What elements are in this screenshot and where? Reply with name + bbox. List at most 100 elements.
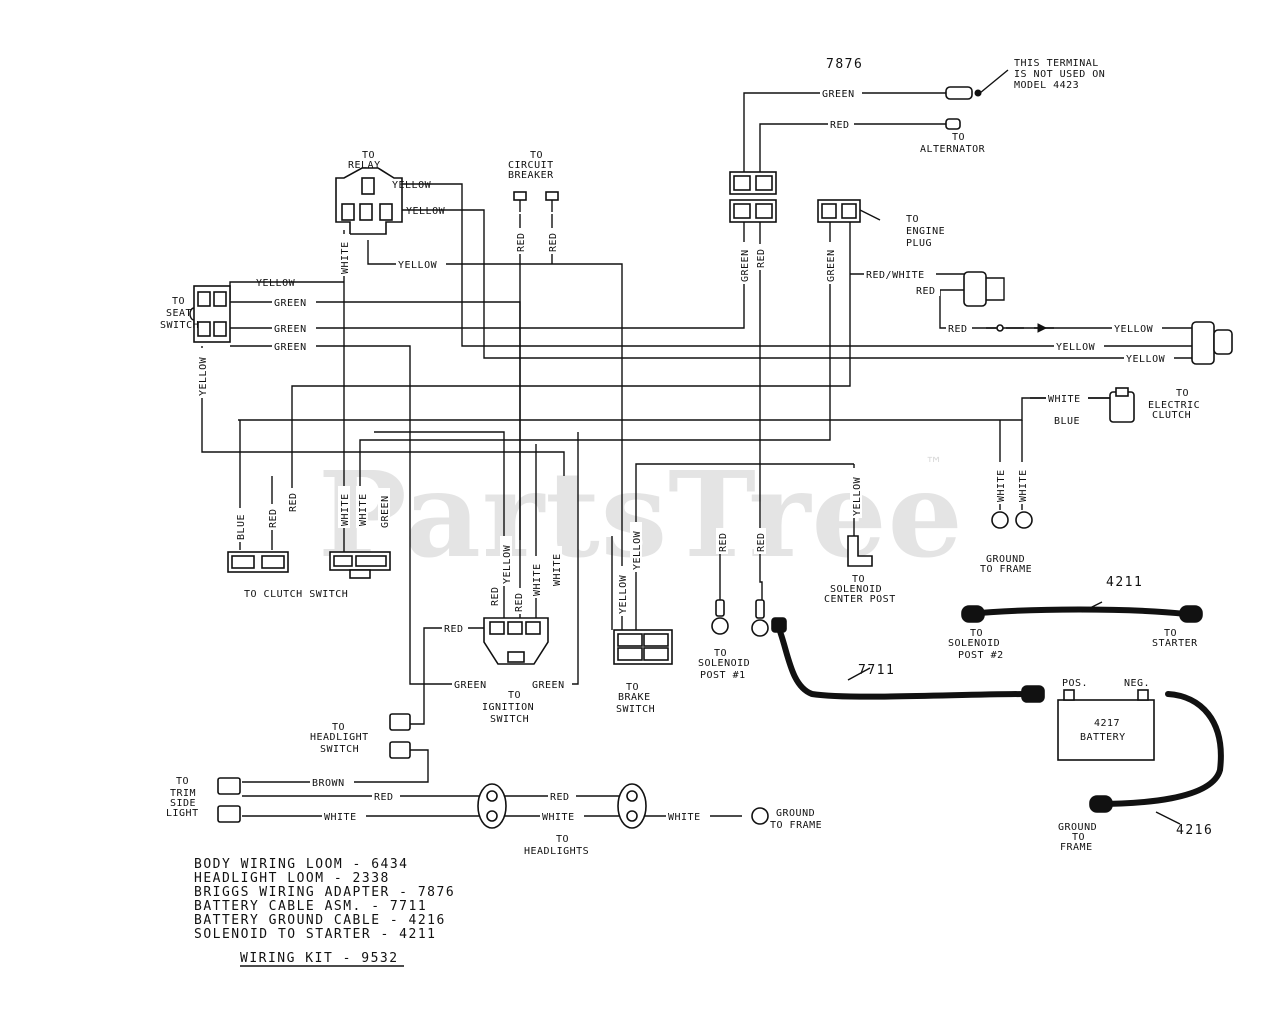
sol-post1-label-3: POST #1 — [700, 670, 746, 681]
label-yellow-r1: YELLOW — [1056, 342, 1096, 353]
label-white-relay: WHITE — [340, 241, 351, 274]
label-red-alt: RED — [830, 120, 850, 131]
label-red-ign-v: RED — [490, 586, 501, 606]
label-green-adapter-2: GREEN — [826, 249, 837, 282]
relay-label-1: TO — [362, 150, 375, 161]
label-yellow-brake-1: YELLOW — [618, 574, 629, 614]
engine-label-1: TO — [906, 214, 919, 225]
label-yellow-r2: YELLOW — [1126, 354, 1166, 365]
label-white-gnd-2: WHITE — [1018, 469, 1029, 502]
headlights-label-1: TO — [556, 834, 569, 845]
label-yellow-relay-1: YELLOW — [392, 180, 432, 191]
sol-center-label-3: CENTER POST — [824, 594, 896, 605]
starter-label-2: STARTER — [1152, 638, 1198, 649]
trim-label-3: SIDE — [170, 798, 196, 809]
label-green-seat-2: GREEN — [274, 324, 307, 335]
label-red-cs-1: RED — [268, 508, 279, 528]
headlight-sw-label-1: TO — [332, 722, 345, 733]
label-red-cs-2: RED — [288, 492, 299, 512]
circuit-label-2: CIRCUIT — [508, 160, 554, 171]
engine-label-3: PLUG — [906, 238, 932, 249]
connector-labels: TO RELAY TO CIRCUIT BREAKER TO ENGINE PL… — [160, 150, 1213, 857]
note-line-2: IS NOT USED ON — [1014, 69, 1105, 80]
alternator-label-2: ALTERNATOR — [920, 144, 986, 155]
ground-frame2-label-1: GROUND — [776, 808, 815, 819]
ground-frame3-label-1: GROUND — [1058, 822, 1097, 833]
circuit-label-3: BREAKER — [508, 170, 554, 181]
seat-label-1: TO — [172, 296, 185, 307]
ignition-label-2: IGNITION — [482, 702, 534, 713]
wiring-kit-label: WIRING KIT - 9532 — [240, 951, 399, 966]
battery-neg-label: NEG. — [1124, 678, 1150, 689]
cable-4211-label: 4211 — [1106, 575, 1143, 590]
ground-frame3-label-2: TO — [1072, 832, 1085, 843]
starter-label-1: TO — [1164, 628, 1177, 639]
label-brown: BROWN — [312, 778, 345, 789]
label-blue-clutch: BLUE — [1054, 416, 1080, 427]
engine-label-2: ENGINE — [906, 226, 945, 237]
trim-label-1: TO — [176, 776, 189, 787]
trim-label-4: LIGHT — [166, 808, 199, 819]
relay-label-2: RELAY — [348, 160, 381, 171]
connector-parts — [189, 69, 1233, 829]
label-yellow-center: YELLOW — [852, 476, 863, 516]
label-red-adapter: RED — [756, 248, 767, 268]
ignition-label-1: TO — [508, 690, 521, 701]
label-yellow-relay-3: YELLOW — [398, 260, 438, 271]
sol-center-label-1: TO — [852, 574, 865, 585]
legend-item: HEADLIGHT LOOM - 2338 — [194, 871, 390, 886]
wire-labels: GREEN RED TO ALTERNATOR YELLOW YELLOW YE… — [196, 86, 1174, 823]
battery-label: BATTERY — [1080, 732, 1126, 743]
label-red-white: RED/WHITE — [866, 270, 925, 281]
headlights-label-2: HEADLIGHTS — [524, 846, 589, 857]
label-white-hl-2: WHITE — [542, 812, 575, 823]
label-red-cb-2: RED — [548, 232, 559, 252]
label-yellow-seat: YELLOW — [256, 278, 296, 289]
label-green-ign-2: GREEN — [532, 680, 565, 691]
sol-post1-label-1: TO — [714, 648, 727, 659]
label-yellow-ign-v: YELLOW — [502, 544, 513, 584]
headlight-sw-label-3: SWITCH — [320, 744, 359, 755]
clutch-switch-label: TO CLUTCH SWITCH — [244, 589, 348, 600]
label-red-engine: RED — [916, 286, 936, 297]
label-red-sol-1: RED — [718, 532, 729, 552]
label-white-cs-1: WHITE — [340, 493, 351, 526]
cable-7711-label: 7711 — [858, 663, 895, 678]
label-yellow-relay-2: YELLOW — [406, 206, 446, 217]
legend-item: SOLENOID TO STARTER - 4211 — [194, 927, 437, 942]
label-yellow-fuse: YELLOW — [1114, 324, 1154, 335]
label-green-seat-1: GREEN — [274, 298, 307, 309]
alternator-label-1: TO — [952, 132, 965, 143]
sol-post2-label-3: POST #2 — [958, 650, 1004, 661]
ground-frame3-label-3: FRAME — [1060, 842, 1093, 853]
header-part-number: 7876 — [826, 57, 863, 72]
label-white-ign-v2: WHITE — [552, 553, 563, 586]
label-blue-cs: BLUE — [236, 514, 247, 540]
label-yellow-brake-2: YELLOW — [632, 530, 643, 570]
label-green-ign-1: GREEN — [454, 680, 487, 691]
label-red-ign-v2: RED — [514, 592, 525, 612]
brake-label-1: TO — [626, 682, 639, 693]
label-green-cs: GREEN — [380, 495, 391, 528]
brake-label-3: SWITCH — [616, 704, 655, 715]
label-red-fuse: RED — [948, 324, 968, 335]
sol-post1-label-2: SOLENOID — [698, 658, 750, 669]
battery-pos-label: POS. — [1062, 678, 1088, 689]
legend-item: BRIGGS WIRING ADAPTER - 7876 — [194, 885, 455, 900]
label-green-seat-3: GREEN — [274, 342, 307, 353]
legend-item: BODY WIRING LOOM - 6434 — [194, 857, 409, 872]
cable-4216-label: 4216 — [1176, 823, 1213, 838]
label-red-sol-2: RED — [756, 532, 767, 552]
trim-label-2: TRIM — [170, 788, 196, 799]
elec-clutch-label-1: TO — [1176, 388, 1189, 399]
circuit-label-1: TO — [530, 150, 543, 161]
cable-7711 — [775, 623, 1031, 700]
ground-frame-label-1: GROUND — [986, 554, 1025, 565]
legend: BODY WIRING LOOM - 6434 HEADLIGHT LOOM -… — [194, 857, 455, 967]
legend-item: BATTERY GROUND CABLE - 4216 — [194, 913, 446, 928]
ground-frame2-label-2: TO FRAME — [770, 820, 822, 831]
ground-frame-label-2: TO FRAME — [980, 564, 1032, 575]
label-red-hl-1: RED — [374, 792, 394, 803]
